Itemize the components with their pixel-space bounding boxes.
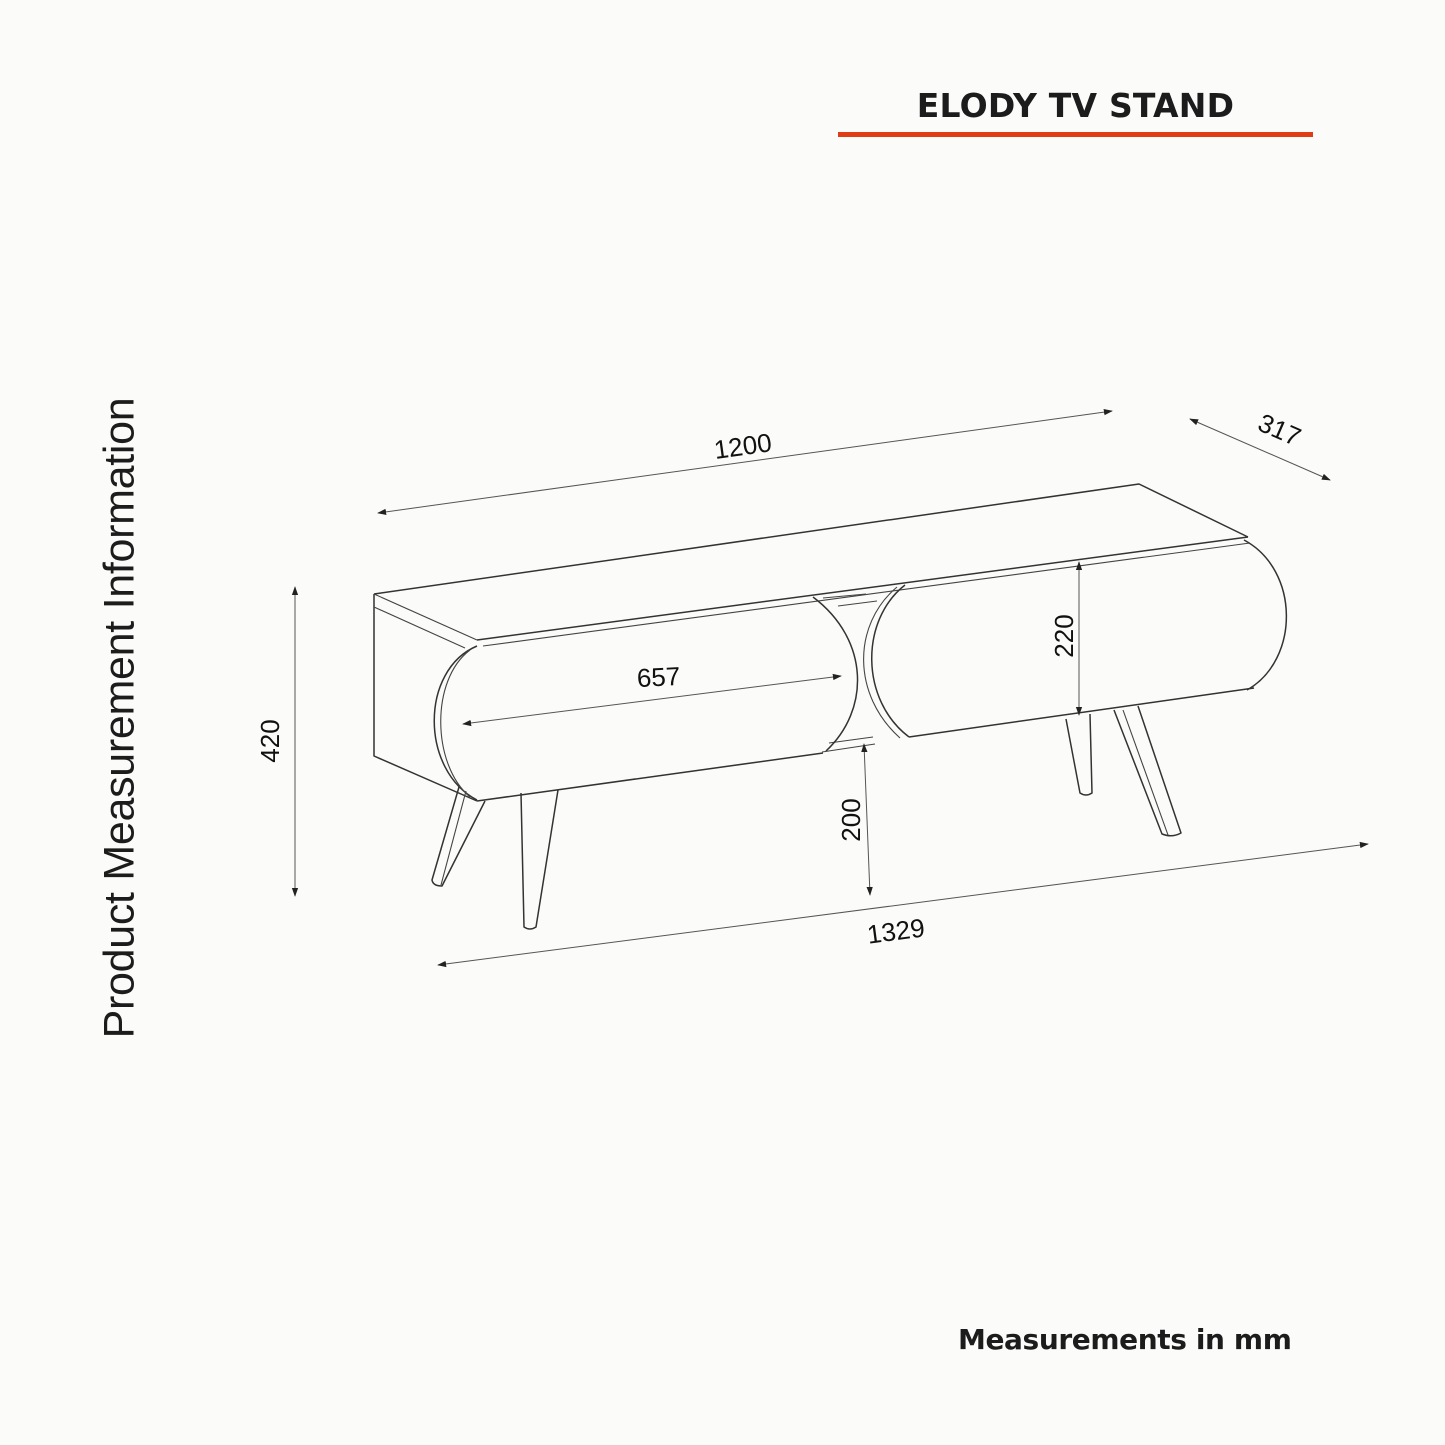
dimension-drawer-width: 657 [462, 661, 842, 727]
legs [431, 705, 1182, 930]
title-underline [838, 132, 1313, 137]
right-drawer [863, 539, 1288, 739]
dimension-top-width: 1200 [377, 408, 1113, 516]
dimension-leg-height: 200 [836, 743, 873, 896]
product-title: ELODY TV STAND [916, 86, 1235, 125]
svg-text:200: 200 [836, 798, 866, 841]
svg-text:317: 317 [1254, 407, 1306, 452]
dimension-depth: 317 [1189, 407, 1331, 481]
svg-text:420: 420 [255, 719, 285, 762]
svg-text:220: 220 [1049, 614, 1079, 657]
dimension-drawer-height: 220 [1049, 561, 1083, 716]
dimension-total-height: 420 [255, 586, 299, 897]
svg-text:1329: 1329 [865, 912, 926, 949]
svg-text:657: 657 [636, 661, 681, 693]
left-drawer [433, 596, 859, 801]
cabinet-body [373, 483, 1255, 802]
units-note: Measurements in mm [958, 1323, 1292, 1356]
dimension-total-width: 1329 [437, 841, 1369, 968]
